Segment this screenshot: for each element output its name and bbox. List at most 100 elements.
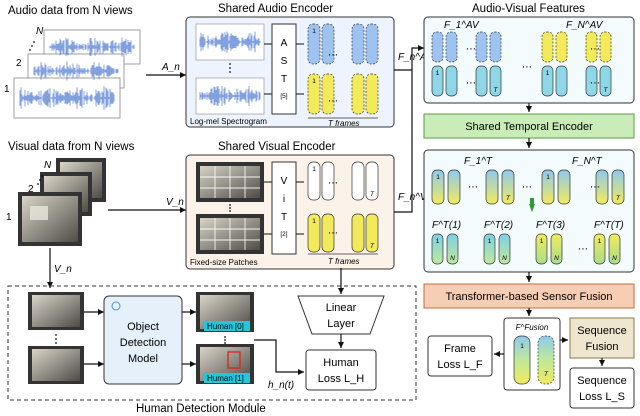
- detection-output-frames: [196, 292, 254, 384]
- svg-text:T: T: [616, 195, 621, 202]
- visual-view-label-n: N: [44, 160, 52, 171]
- visual-token: [321, 161, 335, 201]
- temporal-encoder-box: [423, 113, 635, 139]
- visual-token: [351, 213, 365, 253]
- badge-top-label: Human [0]: [207, 322, 244, 331]
- av-token-audio: [489, 31, 502, 63]
- av-token-visual: [585, 65, 598, 97]
- linear-layer-trapezoid: [297, 295, 385, 335]
- svg-text:1: 1: [312, 218, 316, 225]
- time-step-token: N: [498, 233, 511, 265]
- patch-frame-stack: [196, 162, 264, 254]
- h-label: h_n(t): [268, 380, 294, 391]
- sequence-loss-top: Sequence: [577, 375, 627, 387]
- time-step-token: 1: [483, 233, 496, 265]
- time-step-token: 1: [535, 233, 548, 265]
- audio-view-label-n: N: [36, 26, 44, 37]
- svg-text:1: 1: [546, 70, 550, 77]
- av-token-visual: 1: [431, 65, 444, 97]
- vit-letter-t: T: [281, 212, 287, 223]
- temporal-token: T: [501, 169, 515, 205]
- waveform-trace: [49, 37, 135, 57]
- visual-view-label-2: 2: [28, 184, 34, 195]
- av-token-visual: 1: [541, 65, 554, 97]
- waveform-trace: [199, 31, 261, 53]
- waveform-trace: [199, 85, 261, 107]
- sequence-loss-box: [569, 367, 635, 409]
- time-ellipsis: ⋯: [578, 244, 588, 255]
- model-logo-icon: [111, 301, 121, 311]
- audio-ellipsis-top: ⋯: [328, 50, 338, 61]
- human-detection-panel: [7, 285, 417, 401]
- visual-output-label: F_n^V: [398, 192, 428, 203]
- svg-text:1: 1: [520, 343, 524, 350]
- audio-waveform-stack: [13, 29, 141, 119]
- temporal-ellipsis-2: ⋯: [522, 182, 532, 193]
- visual-ellipsis-top: ⋯: [328, 178, 338, 189]
- visual-arrow-label: V_n: [166, 197, 184, 208]
- spectrogram-stack: [195, 23, 265, 115]
- svg-text:T: T: [544, 371, 549, 378]
- audio-encoder-title: Shared Audio Encoder: [218, 3, 333, 15]
- time-step-token: N: [446, 233, 459, 265]
- svg-text:1: 1: [312, 28, 316, 35]
- svg-text:F^T(3): F^T(3): [536, 220, 565, 231]
- visual-frames-caption: T frames: [328, 257, 360, 266]
- visual-token: T: [365, 213, 379, 253]
- av-left-label: F_1^AV: [444, 20, 480, 31]
- sensor-fusion-box: [423, 283, 635, 309]
- ast-citation: [5]: [280, 93, 287, 100]
- av-token-visual: [445, 65, 458, 97]
- audio-token-grid: 11: [307, 23, 379, 115]
- av-right-label: F_N^AV: [566, 20, 604, 31]
- object-detection-model-box: [103, 295, 183, 385]
- visual-frame-stack: [18, 158, 106, 246]
- visual-token: 1: [307, 161, 321, 201]
- visual-token: T: [365, 161, 379, 201]
- audio-arrow-label: A_n: [161, 62, 180, 73]
- visual-token: 1: [307, 213, 321, 253]
- time-step-token: N: [550, 233, 563, 265]
- av-token-audio: [541, 31, 554, 63]
- audio-token: [321, 23, 335, 65]
- av-ellipsis-2: ⋯: [466, 78, 476, 89]
- audio-token: [321, 73, 335, 115]
- time-step-token: 1: [593, 233, 606, 265]
- av-token-audio: [475, 31, 488, 63]
- temporal-token: [447, 169, 461, 205]
- ast-letter-s: S: [281, 56, 288, 67]
- linear-layer-line-2: Layer: [327, 318, 355, 330]
- av-token-audio: [585, 31, 598, 63]
- visual-view-dots: [37, 175, 43, 185]
- svg-text:1: 1: [540, 238, 544, 245]
- svg-text:1: 1: [436, 174, 440, 181]
- audio-frames-caption: T frames: [328, 119, 360, 128]
- frame-loss-box: [427, 335, 493, 377]
- svg-text:F^T(1): F^T(1): [432, 220, 461, 231]
- visual-encoder-title: Shared Visual Encoder: [218, 141, 336, 153]
- audio-view-label-1: 1: [4, 84, 10, 95]
- svg-text:N: N: [450, 255, 455, 262]
- audio-token: [365, 73, 379, 115]
- sequence-fusion-top: Sequence: [577, 325, 627, 337]
- av-token-audio: [445, 31, 458, 63]
- svg-text:N: N: [502, 255, 507, 262]
- temporal-token: 1: [431, 169, 445, 205]
- av-token-audio: [431, 31, 444, 63]
- audio-view-dots: [29, 41, 35, 51]
- audio-token: [351, 73, 365, 115]
- visual-token: [351, 161, 365, 201]
- human-detection-title: Human Detection Module: [136, 403, 266, 415]
- badge-bottom-label: Human [1]: [207, 374, 244, 383]
- svg-text:1: 1: [312, 78, 316, 85]
- audio-input-title: Audio data from N views: [8, 5, 133, 17]
- svg-text:1: 1: [546, 174, 550, 181]
- temporal-token: [557, 169, 571, 205]
- temporal-ellipsis-3: ⋯: [590, 182, 600, 193]
- object-model-line-3: Model: [128, 353, 158, 365]
- detected-person-box: [227, 351, 241, 369]
- time-step-token: 1: [431, 233, 444, 265]
- audio-token: 1: [307, 23, 321, 65]
- av-token-audio: [555, 31, 568, 63]
